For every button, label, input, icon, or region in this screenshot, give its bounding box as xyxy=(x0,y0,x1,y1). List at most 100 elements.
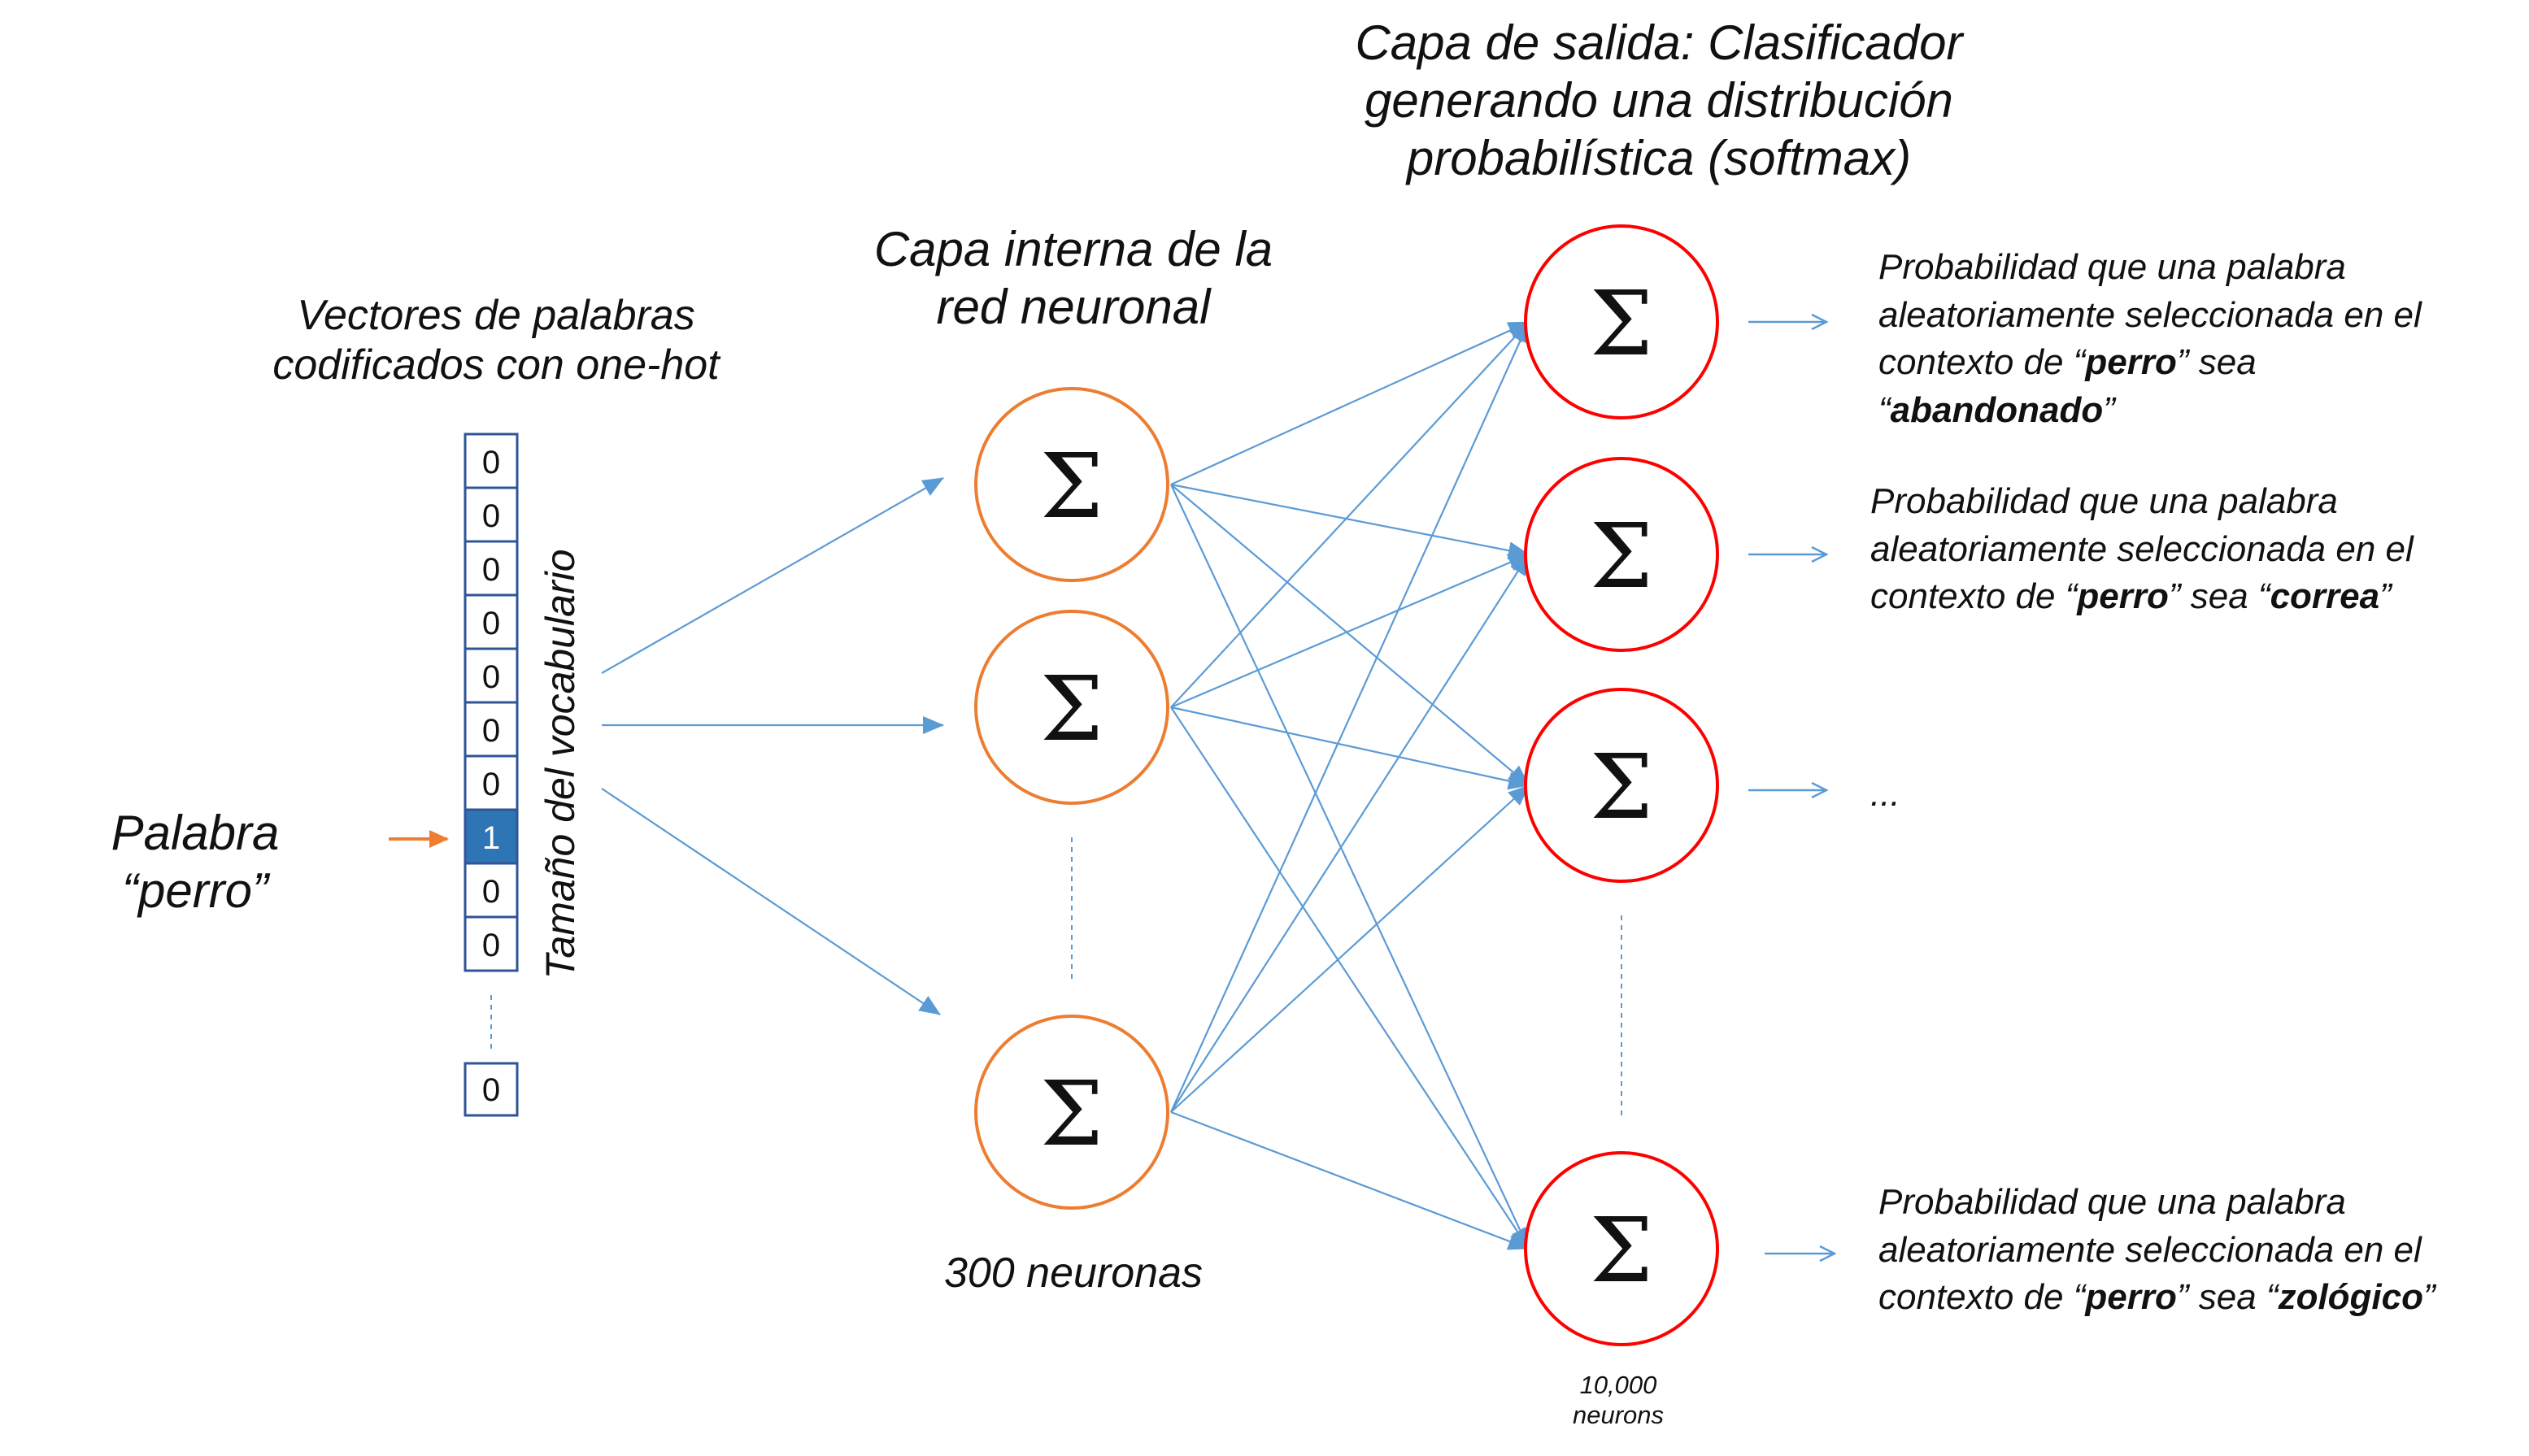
output-title-line: Capa de salida: Clasificador xyxy=(1355,15,1963,70)
vector-cell-value: 0 xyxy=(482,606,500,641)
input-title-line: Vectores de palabras xyxy=(297,292,695,339)
vector-cell-last xyxy=(464,1062,519,1117)
vector-cell-value: 0 xyxy=(482,498,500,534)
connection-edge xyxy=(1170,484,1530,1250)
output-neuron xyxy=(1524,457,1719,652)
output-arrows xyxy=(1748,322,1835,1254)
connection-edge xyxy=(1170,1110,1530,1250)
vector-cell-value: 0 xyxy=(482,767,500,802)
sigma-symbol: Σ xyxy=(1590,735,1653,839)
hidden-neuron xyxy=(974,610,1169,805)
output-count-line: 10,000 xyxy=(1579,1371,1657,1399)
desc-bold-word: perro xyxy=(2077,576,2169,617)
sigma-symbol: Σ xyxy=(1590,1198,1653,1302)
hidden-layer-title: Capa interna de la red neuronal xyxy=(829,221,1317,337)
description-line: contexto de “perro” sea “zológico” xyxy=(1878,1274,2435,1322)
desc-text: ” xyxy=(2423,1277,2435,1318)
desc-text: “ xyxy=(1878,389,1891,430)
connection-edge xyxy=(1169,321,1530,1113)
sigma-symbol: Σ xyxy=(1590,272,1653,376)
desc-bold-word: zológico xyxy=(2278,1277,2423,1318)
connection-edge xyxy=(1170,321,1530,708)
vector-cell-value: 0 xyxy=(482,552,500,588)
input-arrows xyxy=(389,477,944,1015)
one-hot-vector: 0 0 0 0 0 0 0 1 0 0 0 xyxy=(464,432,519,1117)
description-line: aleatoriamente seleccionada en el xyxy=(1870,528,2414,569)
desc-text: contexto de “ xyxy=(1870,576,2078,617)
probability-description-3: ... xyxy=(1870,774,1900,814)
output-count-line: neurons xyxy=(1572,1400,1665,1429)
description-line: aleatoriamente seleccionada en el xyxy=(1878,1229,2422,1270)
hidden-neuron-count: 300 neuronas xyxy=(943,1250,1204,1297)
connection-edge xyxy=(1170,706,1530,1250)
desc-bold-word: abandonado xyxy=(1890,389,2104,430)
description-line: “abandonado” xyxy=(1878,387,2422,435)
hidden-title-line: red neuronal xyxy=(936,279,1211,334)
output-title-line: probabilística (softmax) xyxy=(1406,130,1912,185)
vector-cell-value: 0 xyxy=(482,445,500,480)
vector-cell xyxy=(464,701,519,758)
desc-text: ” xyxy=(2379,576,2392,617)
desc-text: ” xyxy=(2103,389,2115,430)
vector-cell-value: 0 xyxy=(482,1072,500,1108)
connection-edge xyxy=(1170,554,1530,1113)
description-line: Probabilidad que una palabra xyxy=(1878,247,2346,287)
hidden-neuron xyxy=(974,387,1169,582)
output-neuron-count: 10,000 neurons xyxy=(1521,1371,1716,1430)
sigma-symbol: Σ xyxy=(1040,1062,1103,1166)
output-neuron xyxy=(1524,1151,1719,1346)
input-word: Palabra “perro” xyxy=(65,805,325,920)
vocabulary-size-label: Tamaño del vocabulario xyxy=(538,549,583,980)
desc-text: contexto de “ xyxy=(1878,342,2086,383)
desc-text: ” sea xyxy=(2176,342,2257,383)
connection-edge xyxy=(1170,484,1530,786)
desc-text: ” sea “ xyxy=(2168,576,2270,617)
output-layer-title: Capa de salida: Clasificador generando u… xyxy=(1285,15,2033,187)
desc-text: ” sea “ xyxy=(2176,1277,2279,1318)
vector-cell xyxy=(464,862,519,919)
output-neuron xyxy=(1524,688,1719,883)
desc-bold-word: perro xyxy=(2085,342,2177,383)
description-line: Probabilidad que una palabra xyxy=(1870,481,2338,521)
description-line: Probabilidad que una palabra xyxy=(1878,1182,2346,1222)
vector-cell-value: 0 xyxy=(482,659,500,695)
desc-text: contexto de “ xyxy=(1878,1277,2086,1318)
probability-description-1: Probabilidad que una palabra aleatoriame… xyxy=(1878,244,2422,434)
input-edge xyxy=(601,788,941,1015)
vector-cell-value: 0 xyxy=(482,713,500,749)
sigma-symbol: Σ xyxy=(1590,504,1653,608)
connection-edge xyxy=(1170,320,1530,486)
description-line: aleatoriamente seleccionada en el xyxy=(1878,294,2422,335)
probability-description-2: Probabilidad que una palabra aleatoriame… xyxy=(1870,478,2414,621)
connection-edge xyxy=(1170,553,1530,709)
vector-cell-value: 0 xyxy=(482,928,500,963)
output-title-line: generando una distribución xyxy=(1365,72,1953,128)
neuron-nodes: Σ Σ Σ Σ Σ Σ Σ xyxy=(974,224,1719,1346)
input-title-line: codificados con one-hot xyxy=(272,341,720,389)
vector-cell xyxy=(464,915,519,972)
output-neuron xyxy=(1524,224,1719,419)
input-layer-title: Vectores de palabras codificados con one… xyxy=(244,291,748,391)
vector-cell xyxy=(464,593,519,650)
connection-edge xyxy=(1170,785,1530,1113)
hidden-title-line: Capa interna de la xyxy=(873,222,1273,276)
desc-bold-word: perro xyxy=(2085,1277,2177,1318)
desc-bold-word: correa xyxy=(2270,576,2380,617)
input-word-line: “perro” xyxy=(121,863,269,918)
connection-edge xyxy=(1170,706,1530,790)
connection-edges xyxy=(1169,320,1530,1250)
hidden-neuron xyxy=(974,1015,1169,1210)
vector-cell xyxy=(464,540,519,597)
vector-cell xyxy=(464,647,519,704)
connection-edge xyxy=(1170,483,1530,560)
description-line: contexto de “perro” sea “correa” xyxy=(1870,573,2414,621)
sigma-symbol: Σ xyxy=(1040,657,1103,761)
description-line: contexto de “perro” sea xyxy=(1878,339,2422,387)
input-word-line: Palabra xyxy=(111,806,280,860)
probability-description-4: Probabilidad que una palabra aleatoriame… xyxy=(1878,1179,2435,1322)
vector-cell-value: 0 xyxy=(482,874,500,910)
input-edge xyxy=(601,477,944,674)
vector-cell-value: 1 xyxy=(482,820,500,856)
sigma-symbol: Σ xyxy=(1040,434,1103,538)
